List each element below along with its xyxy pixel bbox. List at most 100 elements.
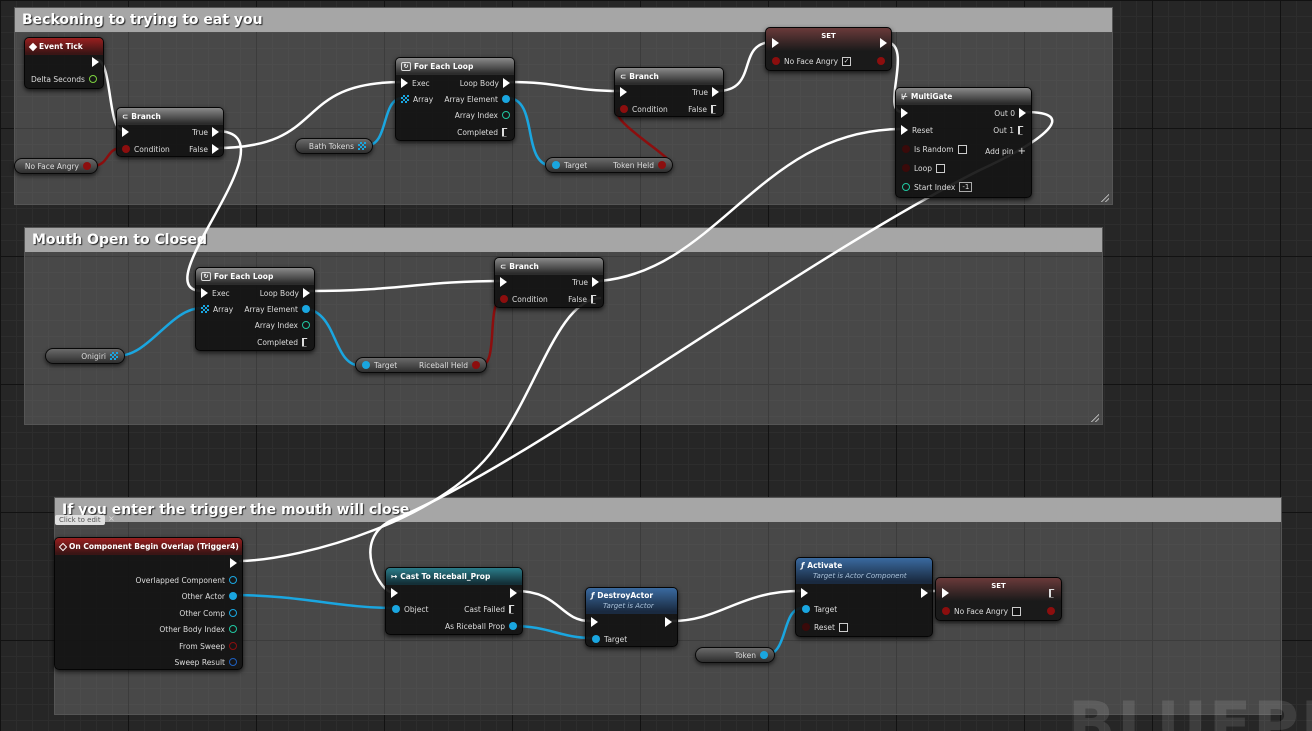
completed-pin[interactable] (502, 127, 510, 137)
exec-out-pin[interactable] (510, 588, 517, 598)
from-sweep-pin[interactable] (229, 642, 237, 650)
exec-in-pin[interactable] (201, 288, 208, 298)
exec-in-pin[interactable] (801, 588, 808, 598)
exec-out-pin[interactable] (92, 57, 99, 67)
loop-body-pin[interactable] (503, 78, 510, 88)
loop-body-pin[interactable] (303, 288, 310, 298)
checkbox-unchecked[interactable] (957, 144, 967, 154)
bool-out-pin[interactable] (877, 57, 885, 65)
target-in-pin[interactable] (802, 605, 810, 613)
bool-out-pin[interactable] (472, 361, 480, 369)
target-in-pin[interactable] (592, 635, 600, 643)
plus-icon[interactable]: + (1017, 145, 1026, 157)
target-in-pin[interactable] (552, 161, 560, 169)
overlapped-component-pin[interactable] (229, 576, 237, 584)
exec-out-pin[interactable] (230, 558, 237, 568)
exec-in-pin[interactable] (591, 617, 598, 627)
false-exec-pin[interactable] (711, 104, 719, 114)
for-each-loop-node[interactable]: ↻For Each Loop Exec Loop Body Array Arra… (395, 57, 515, 141)
completed-pin[interactable] (302, 337, 310, 347)
is-random-pin[interactable] (902, 145, 910, 153)
exec-out-pin[interactable] (880, 38, 887, 48)
checkbox-checked[interactable]: ✓ (842, 56, 852, 66)
condition-pin[interactable] (500, 295, 508, 303)
array-element-pin[interactable] (502, 95, 510, 103)
branch-node[interactable]: ⊂Branch True Condition False (614, 67, 724, 117)
condition-pin[interactable] (620, 105, 628, 113)
checkbox-unchecked[interactable] (1012, 606, 1022, 616)
object-out-pin[interactable] (760, 651, 768, 659)
array-out-pin[interactable] (358, 142, 366, 150)
array-out-pin[interactable] (110, 352, 118, 360)
true-exec-pin[interactable] (712, 87, 719, 97)
cast-to-riceball-prop-node[interactable]: ↦Cast To Riceball_Prop Object Cast Faile… (385, 567, 523, 635)
exec-out-pin[interactable] (921, 588, 928, 598)
true-exec-pin[interactable] (592, 277, 599, 287)
onigiri-getter[interactable]: Onigiri (45, 348, 125, 364)
array-index-pin[interactable] (502, 111, 510, 119)
array-index-pin[interactable] (302, 321, 310, 329)
condition-pin[interactable] (122, 145, 130, 153)
exec-in-pin[interactable] (772, 38, 779, 48)
other-body-index-pin[interactable] (229, 625, 237, 633)
bool-out-pin[interactable] (658, 161, 666, 169)
other-actor-pin[interactable] (229, 592, 237, 600)
array-element-pin[interactable] (302, 305, 310, 313)
as-riceball-prop-pin[interactable] (509, 622, 517, 630)
exec-in-pin[interactable] (942, 588, 949, 598)
no-face-angry-getter[interactable]: No Face Angry (14, 158, 98, 174)
for-each-loop-node[interactable]: ↻For Each Loop Exec Loop Body Array Arra… (195, 267, 315, 351)
token-getter[interactable]: Token (695, 647, 775, 663)
float-out-pin[interactable] (88, 75, 97, 83)
checkbox-unchecked[interactable] (838, 622, 848, 632)
checkbox-unchecked[interactable] (936, 163, 945, 173)
out1-pin[interactable] (1018, 125, 1026, 135)
cast-failed-pin[interactable] (509, 604, 517, 614)
bool-in-pin[interactable] (772, 57, 780, 65)
bath-tokens-getter[interactable]: Bath Tokens (295, 138, 373, 154)
exec-in-pin[interactable] (901, 108, 908, 118)
node-header[interactable]: On Component Begin Overlap (Trigger4) (55, 538, 242, 555)
exec-in-pin[interactable] (401, 78, 408, 88)
true-exec-pin[interactable] (212, 127, 219, 137)
node-header[interactable]: ⊂Branch (495, 258, 603, 275)
on-component-begin-overlap-node[interactable]: On Component Begin Overlap (Trigger4) Ov… (54, 537, 243, 670)
exec-in-pin[interactable] (391, 588, 398, 598)
node-header[interactable]: ↦Cast To Riceball_Prop (386, 568, 522, 585)
exec-out-pin[interactable] (665, 617, 672, 627)
false-exec-pin[interactable] (212, 144, 219, 154)
resize-grip-icon[interactable] (1101, 194, 1109, 202)
node-header[interactable]: ↻For Each Loop (396, 58, 514, 75)
exec-in-pin[interactable] (620, 87, 627, 97)
token-held-getter[interactable]: Target Token Held (545, 157, 673, 173)
reset-pin[interactable] (802, 623, 810, 631)
event-tick-node[interactable]: Event Tick Delta Seconds (24, 37, 104, 89)
out0-pin[interactable] (1019, 108, 1026, 118)
riceball-held-getter[interactable]: Target Riceball Held (355, 357, 487, 373)
node-header[interactable]: ↻For Each Loop (196, 268, 314, 285)
close-icon[interactable]: × (108, 514, 115, 523)
array-in-pin[interactable] (401, 95, 409, 103)
false-exec-pin[interactable] (591, 294, 599, 304)
target-in-pin[interactable] (362, 361, 370, 369)
node-header[interactable]: ⊂Branch (615, 68, 723, 85)
exec-in-pin[interactable] (500, 277, 507, 287)
bool-out-pin[interactable] (1047, 607, 1055, 615)
node-header[interactable]: Event Tick (25, 38, 103, 55)
other-comp-pin[interactable] (229, 609, 237, 617)
start-index-pin[interactable] (902, 183, 910, 191)
branch-node[interactable]: ⊂Branch True Condition False (116, 107, 224, 157)
exec-out-pin[interactable] (1049, 588, 1057, 598)
node-header[interactable]: ⊬MultiGate (896, 88, 1031, 105)
comment-title[interactable]: If you enter the trigger the mouth will … (55, 498, 1281, 522)
start-index-input[interactable]: -1 (959, 182, 973, 192)
object-in-pin[interactable] (392, 605, 400, 613)
set-variable-node[interactable]: SET No Face Angry✓ (765, 27, 892, 71)
bool-out-pin[interactable] (83, 162, 91, 170)
comment-title[interactable]: Beckoning to trying to eat you (15, 8, 1112, 32)
set-variable-node[interactable]: SET No Face Angry (935, 577, 1062, 621)
